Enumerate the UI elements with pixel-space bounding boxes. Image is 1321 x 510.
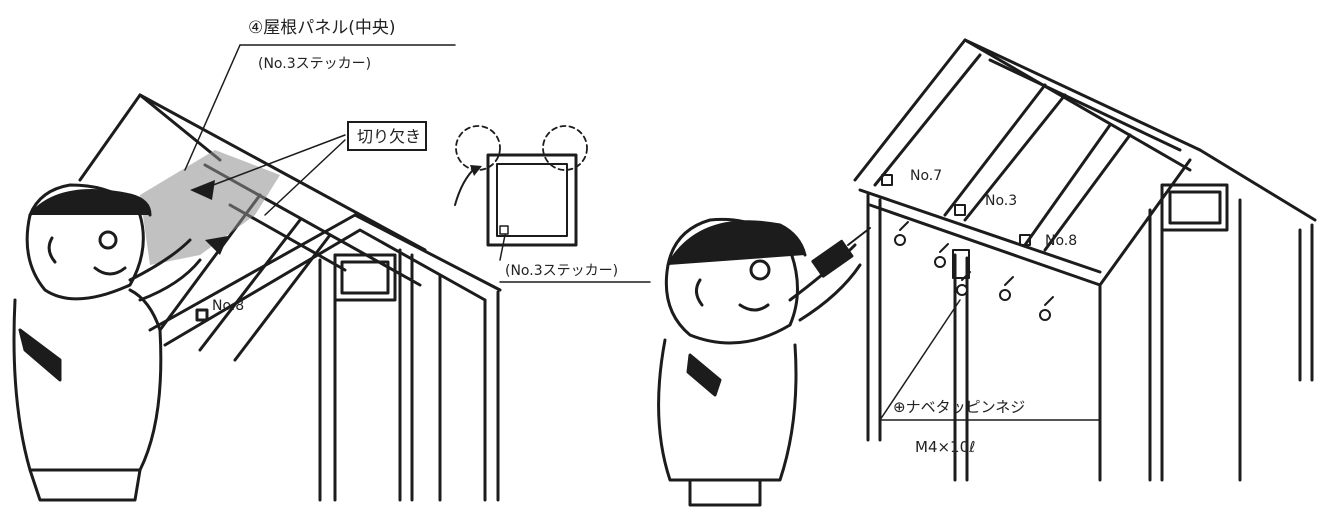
screw-1	[894, 221, 909, 246]
screw-type-label: ⊕ナベタッピンネジ	[893, 398, 1025, 416]
inset-panel-detail	[454, 125, 588, 261]
sticker-label-left: (No.3ステッカー)	[258, 56, 371, 72]
tapping-screws	[894, 221, 1054, 321]
panel-number-no3: No.3	[985, 193, 1017, 209]
right-worker-figure	[657, 217, 871, 507]
left-worker-figure	[12, 183, 202, 502]
notch-label: 切り欠き	[357, 127, 421, 146]
notch-label-box	[347, 121, 427, 151]
direction-arrow-1	[190, 180, 215, 200]
inset-arrowhead	[470, 165, 482, 176]
roof-panel-label: ④屋根パネル(中央)	[248, 18, 396, 38]
screw-4	[999, 276, 1014, 301]
screw-size-label: M4×10ℓ	[915, 438, 975, 456]
screw-5	[1039, 296, 1054, 321]
shaded-roof-panel	[140, 150, 280, 265]
screw-leader-lines	[879, 299, 1101, 421]
screw-3	[956, 271, 971, 296]
right-greenhouse-frame	[853, 38, 1317, 482]
notch-leader-lines	[184, 44, 456, 216]
sticker-label-inset: (No.3ステッカー)	[505, 263, 618, 279]
panel-number-left: No.8	[212, 298, 244, 314]
panel-number-no8: No.8	[1045, 233, 1077, 249]
screw-2	[934, 243, 949, 268]
panel-number-no7: No.7	[910, 168, 942, 184]
direction-arrow-2	[205, 236, 228, 255]
